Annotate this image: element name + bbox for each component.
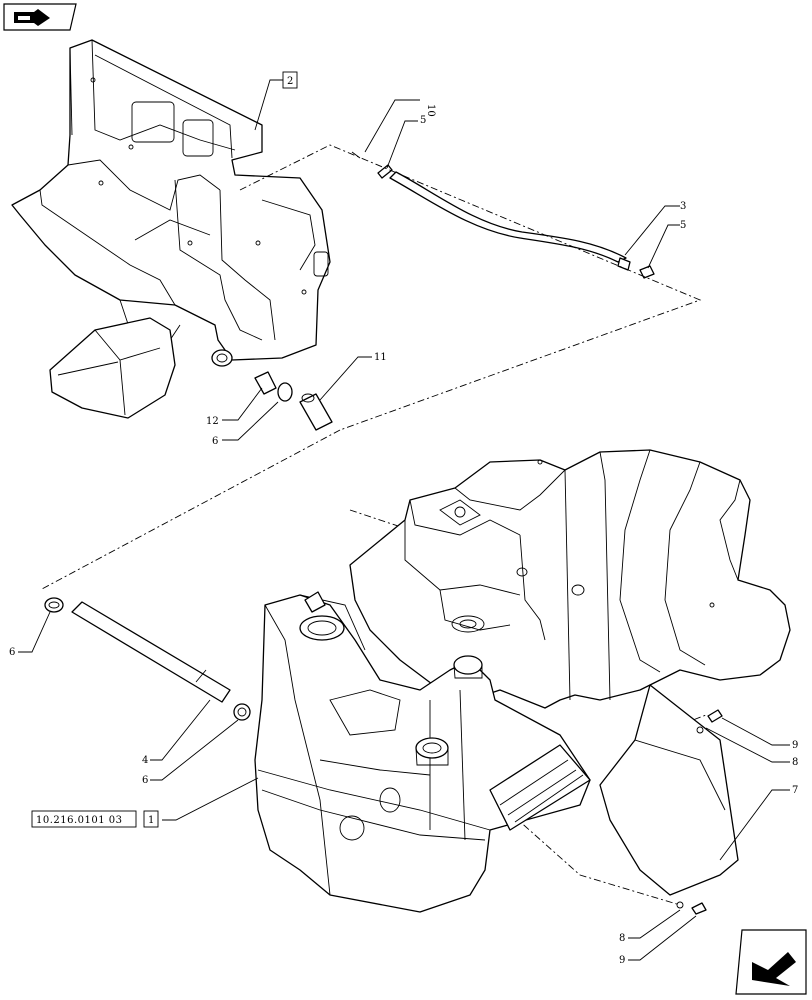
callout-labels: 2 10 5 3 5 11 12 6 6 4 6 10.216.0101 03 …: [9, 71, 798, 966]
callout-7: 7: [792, 785, 798, 796]
callout-10: 10: [425, 104, 436, 117]
fuel-tank: [254, 591, 591, 913]
callout-8-upper: 8: [792, 757, 798, 768]
next-page-arrow-icon[interactable]: [735, 929, 807, 995]
tank-frame: [349, 449, 791, 709]
centerline-upper: [239, 144, 702, 431]
callout-6-left: 6: [9, 647, 15, 658]
centerline-right: [349, 509, 411, 531]
centerline-lower-left: [39, 429, 341, 591]
shield-plate: [599, 684, 739, 915]
callout-box-1: [143, 810, 159, 828]
book-arrow-icon[interactable]: [3, 3, 77, 31]
callout-5-lower: 5: [680, 220, 686, 231]
callout-box-2: [282, 71, 298, 89]
reference-box[interactable]: [31, 810, 137, 828]
hose-connectors: [254, 371, 333, 431]
callout-8-lower: 8: [619, 933, 625, 944]
callout-2: 2: [287, 76, 293, 87]
callout-3: 3: [680, 201, 686, 212]
callout-9-lower: 9: [619, 955, 625, 966]
reference-link[interactable]: 10.216.0101 03: [36, 815, 123, 826]
bracket-step-block: [49, 317, 176, 419]
callout-6-lower: 6: [142, 775, 148, 786]
hose-assembly: [351, 151, 655, 279]
leader-lines: [18, 79, 790, 961]
callout-1: 1: [148, 815, 154, 826]
callout-6-upper: 6: [212, 436, 218, 447]
callout-5-upper: 5: [420, 115, 426, 126]
callout-9-upper: 9: [792, 740, 798, 751]
callout-12: 12: [206, 416, 219, 427]
pipe-and-clamps: [44, 597, 251, 721]
tank-bracket: [11, 39, 331, 367]
callout-11: 11: [374, 352, 387, 363]
callout-4: 4: [142, 755, 148, 766]
